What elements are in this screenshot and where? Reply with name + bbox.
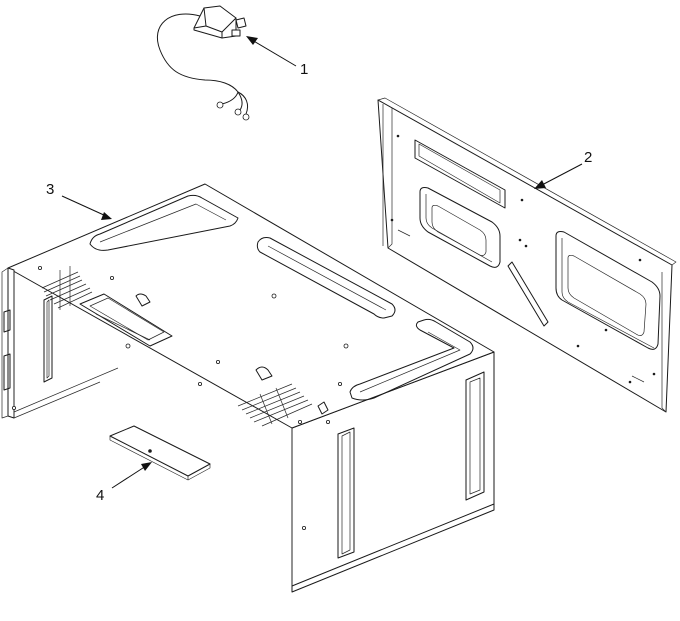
callout-4: 4 (96, 462, 152, 504)
power-cord-part (156, 5, 250, 121)
back-panel-part (377, 97, 677, 413)
cover-plate-part (109, 425, 211, 481)
callout-3: 3 (46, 181, 112, 220)
callout-1-label: 1 (300, 61, 308, 78)
vent-grille-center (237, 383, 313, 427)
callout-3-label: 3 (46, 181, 54, 198)
vent-grille-left (41, 266, 93, 310)
callout-1: 1 (246, 36, 308, 78)
callout-2-label: 2 (584, 149, 592, 166)
cabinet-wrapper-part (1, 183, 495, 593)
callout-4-label: 4 (96, 487, 104, 504)
callout-2: 2 (534, 149, 592, 189)
